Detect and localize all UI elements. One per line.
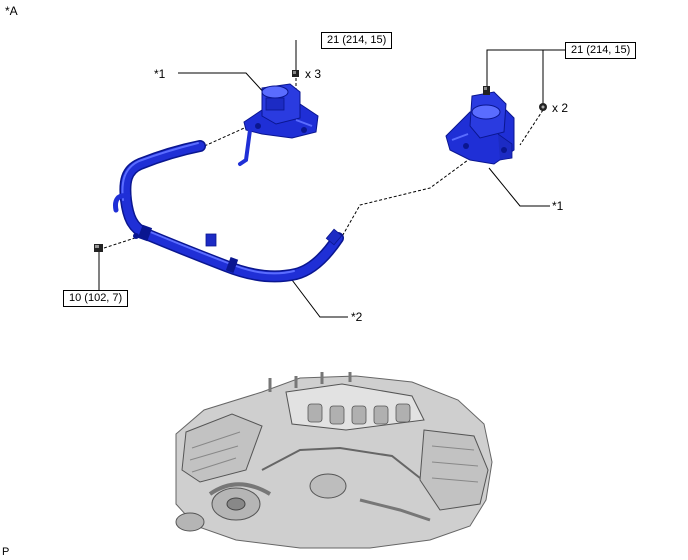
nut-icon-right-b [539, 103, 547, 111]
leader-torque-top-right-a [486, 49, 566, 88]
fastener-count-right: x 2 [552, 101, 569, 115]
callout-part1-left: *1 [154, 67, 166, 81]
leader-part1-right [488, 167, 550, 207]
leader-part2 [285, 271, 348, 318]
view-label: *A [5, 4, 18, 18]
torque-spec-lower-left: 10 (102, 7) [63, 290, 129, 307]
torque-spec-top-right: 21 (214, 15) [565, 42, 637, 59]
water-hose [113, 140, 344, 283]
fastener-count-left: x 3 [305, 67, 322, 81]
torque-spec-top-left: 21 (214, 15) [321, 32, 393, 49]
dash-bolt-right-b [519, 109, 544, 146]
leader-lines [98, 40, 566, 318]
dash-bolt-lower [103, 237, 136, 249]
corner-mark: P [2, 546, 10, 558]
valve-assembly-right [445, 91, 515, 165]
engine-location-view [175, 372, 493, 549]
bolt-icon-right-a [483, 86, 490, 95]
bolt-icon-left [292, 70, 299, 77]
valve-assembly-left [238, 83, 319, 166]
dash-hose-to-valve-right [339, 159, 469, 241]
callout-part2: *2 [351, 310, 363, 324]
leader-part1-left [178, 72, 267, 96]
bolt-icon-lower [94, 244, 103, 252]
callout-part1-right: *1 [552, 199, 564, 213]
